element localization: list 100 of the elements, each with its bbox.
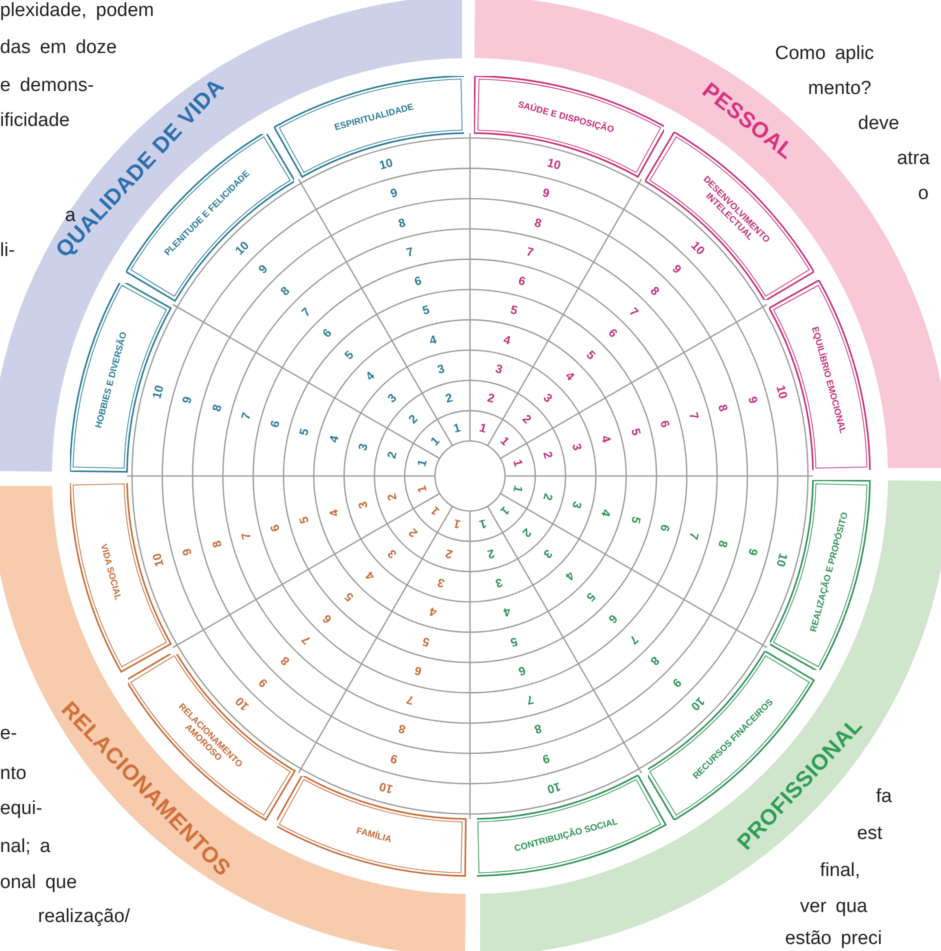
scale-number: 9 [746,396,760,406]
body-text-fragment: fa [876,787,892,808]
scale-number: 10 [150,384,166,400]
scale-number: 7 [299,305,313,319]
body-text-fragment: equi- [0,799,42,820]
scale-number: 6 [320,612,334,626]
scale-number: 1 [512,458,526,468]
scale-number: 1 [512,484,526,494]
scale-number: 9 [670,676,684,690]
scale-number: 4 [364,569,377,582]
body-text-fragment: atra [897,149,930,170]
body-text-fragment: e demons- [0,76,94,97]
scale-number: 3 [570,500,584,510]
scale-number: 3 [542,391,555,404]
scale-number: 10 [546,780,562,796]
scale-number: 5 [584,590,598,604]
scale-number: 3 [494,576,504,590]
scale-number: 5 [628,516,642,526]
scale-number: 2 [541,492,554,502]
scale-number: 10 [546,156,562,172]
scale-number: 7 [239,411,253,421]
scale-number: 10 [378,156,394,172]
scale-number: 9 [540,752,550,766]
body-text-fragment: plexidade, podem [0,1,154,22]
body-text-fragment: deve [858,114,900,135]
scale-number: 10 [150,552,166,568]
scale-number: 8 [648,284,662,298]
scale-number: 3 [385,391,398,404]
scale-number: 5 [342,348,356,362]
scale-number: 3 [356,442,370,452]
scale-number: 7 [687,531,701,541]
scale-number: 9 [180,396,194,406]
scale-number: 6 [320,326,334,340]
scale-number: 2 [406,526,420,540]
scale-number: 4 [600,434,613,444]
scale-number: 8 [533,722,543,736]
scale-number: 3 [385,548,398,561]
scale-number: 1 [478,518,488,532]
scale-number: 4 [327,434,340,444]
scale-number: 1 [428,434,442,448]
scale-number: 10 [689,238,708,257]
scale-number: 7 [627,633,641,647]
scale-number: 1 [414,484,428,494]
scale-number: 9 [180,546,194,556]
scale-number: 7 [299,633,313,647]
body-text-fragment: e- [0,724,17,745]
scale-number: 1 [478,420,488,434]
scale-number: 7 [525,245,535,259]
scale-number: 5 [298,516,312,526]
scale-number: 8 [397,216,407,230]
scale-number: 6 [658,419,672,429]
scale-number: 8 [278,284,292,298]
scale-number: 1 [428,504,442,518]
scale-number: 4 [600,508,613,518]
scale-number: 9 [670,262,684,276]
life-area-label: VIDA SOCIAL [98,542,125,604]
scale-number: 6 [517,664,527,678]
scale-number: 3 [356,500,370,510]
scale-number: 2 [444,547,454,560]
scale-number: 7 [627,305,641,319]
scale-number: 3 [436,576,446,590]
body-text-fragment: li- [0,241,15,262]
scale-number: 10 [774,552,790,568]
scale-number: 4 [502,333,512,346]
scale-number: 10 [378,780,394,796]
scale-number: 6 [268,419,282,429]
scale-number: 6 [606,326,620,340]
body-text-fragment: ver qua [800,897,868,918]
scale-number: 4 [428,606,438,619]
scale-number: 8 [278,654,292,668]
scale-number: 1 [414,458,428,468]
scale-number: 5 [584,348,598,362]
scale-number: 4 [563,370,576,383]
scale-number: 10 [232,238,251,257]
scale-number: 9 [746,546,760,556]
scale-number: 9 [390,752,400,766]
scale-number: 3 [494,362,504,376]
scale-number: 6 [606,612,620,626]
scale-number: 10 [774,384,790,400]
scale-number: 6 [658,523,672,533]
scale-number: 6 [413,664,423,678]
body-text-fragment: nal; a [0,837,50,858]
scale-number: 2 [486,392,496,405]
body-text-fragment: o [918,184,929,205]
scale-number: 2 [386,492,399,502]
body-text-fragment: estão preci [785,929,882,950]
scale-number: 1 [452,518,462,532]
body-text-fragment: onal que [0,873,77,894]
scale-number: 7 [687,411,701,421]
scale-number: 8 [210,403,224,413]
body-text-fragment: realização/ [38,907,130,928]
scale-number: 7 [405,693,415,707]
scale-number: 8 [716,403,730,413]
scale-number: 8 [648,654,662,668]
scale-number: 3 [436,362,446,376]
scale-number: 2 [486,547,496,560]
scale-number: 4 [428,333,438,346]
scale-number: 2 [520,412,534,426]
scale-number: 5 [420,634,430,648]
scale-number: 2 [520,526,534,540]
